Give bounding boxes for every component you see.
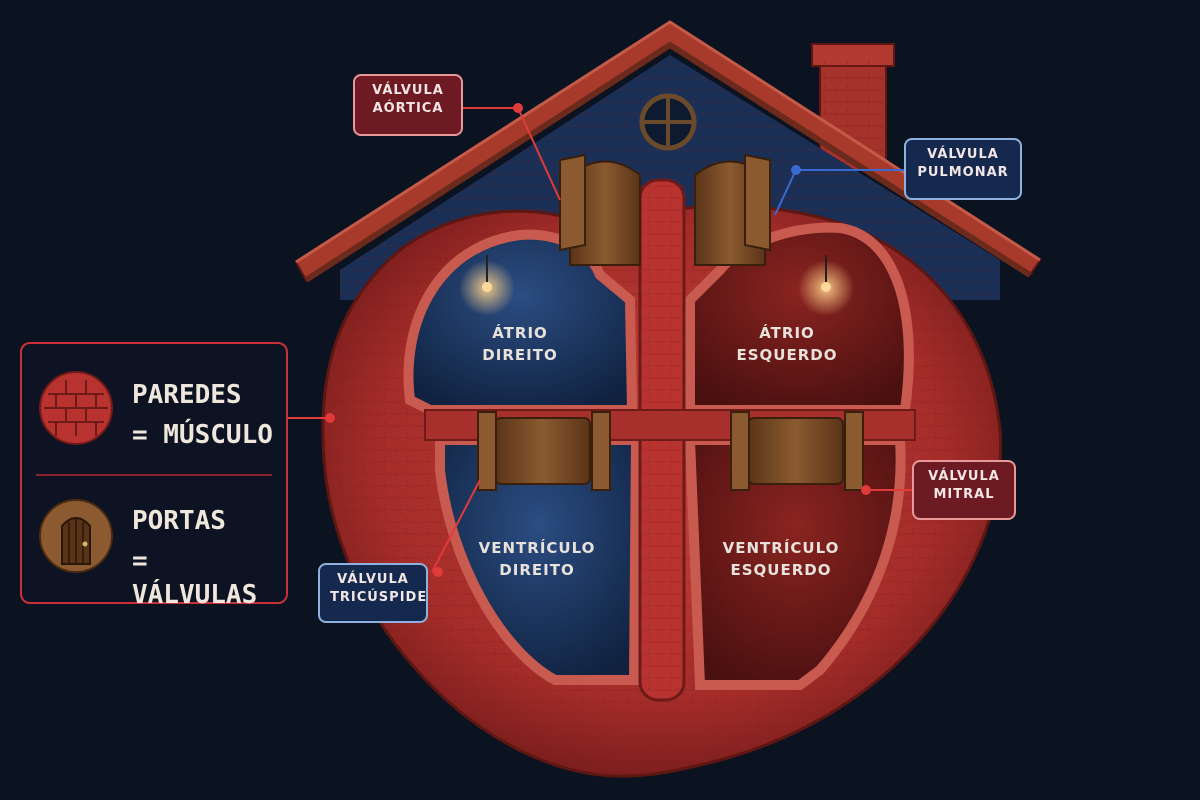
pulmonary-label-line2: PULMONAR [917,165,1009,180]
aortic-valve-label: VÁLVULA AÓRTICA [353,74,463,136]
left-ventricle-line2: ESQUERDO [730,561,832,579]
right-atrium-line2: DIREITO [482,346,558,364]
lamp-right-atrium [459,255,515,316]
aortic-label-line2: AÓRTICA [372,101,444,116]
mitral-valve-doors [730,411,864,491]
right-ventricle-label: VENTRÍCULO DIREITO [447,537,627,581]
legend-panel: PAREDES = MÚSCULO PORTAS = VÁLVULAS [20,342,288,610]
pulmonary-valve-doors [694,153,771,266]
right-atrium-line1: ÁTRIO [492,324,548,342]
left-atrium-line2: ESQUERDO [736,346,838,364]
legend-doors-line2: = VÁLVULAS [132,546,258,610]
pulmonary-label-line1: VÁLVULA [927,147,999,162]
right-ventricle-line2: DIREITO [499,561,575,579]
left-ventricle-line1: VENTRÍCULO [722,539,840,557]
left-ventricle-chamber [684,435,906,690]
right-ventricle-chamber [435,435,642,685]
aortic-label-line1: VÁLVULA [372,83,444,98]
wooden-door-icon [39,499,113,573]
lamp-left-atrium [798,255,854,316]
legend-walls-line1: PAREDES [132,380,242,410]
legend-doors-line1: PORTAS [132,506,226,536]
brick-wall-icon [39,371,113,445]
mitral-label-line2: MITRAL [933,487,995,502]
left-atrium-label: ÁTRIO ESQUERDO [697,322,877,366]
mitral-valve-label: VÁLVULA MITRAL [912,460,1016,520]
attic-window [639,93,697,151]
tricuspid-label-line1: VÁLVULA [337,572,409,587]
tricuspid-valve-doors [477,411,611,491]
legend-walls-line2: = MÚSCULO [132,420,273,450]
aortic-valve-doors [559,153,641,266]
pulmonary-valve-label: VÁLVULA PULMONAR [904,138,1022,200]
left-atrium-line1: ÁTRIO [759,324,815,342]
left-ventricle-label: VENTRÍCULO ESQUERDO [691,537,871,581]
mitral-label-line1: VÁLVULA [928,469,1000,484]
tricuspid-label-line2: TRICÚSPIDE [330,590,428,605]
leader-lines [288,103,912,577]
chimney [811,43,895,171]
right-ventricle-line1: VENTRÍCULO [478,539,596,557]
right-atrium-label: ÁTRIO DIREITO [430,322,610,366]
tricuspid-valve-label: VÁLVULA TRICÚSPIDE [318,563,428,623]
legend-divider [36,474,272,476]
